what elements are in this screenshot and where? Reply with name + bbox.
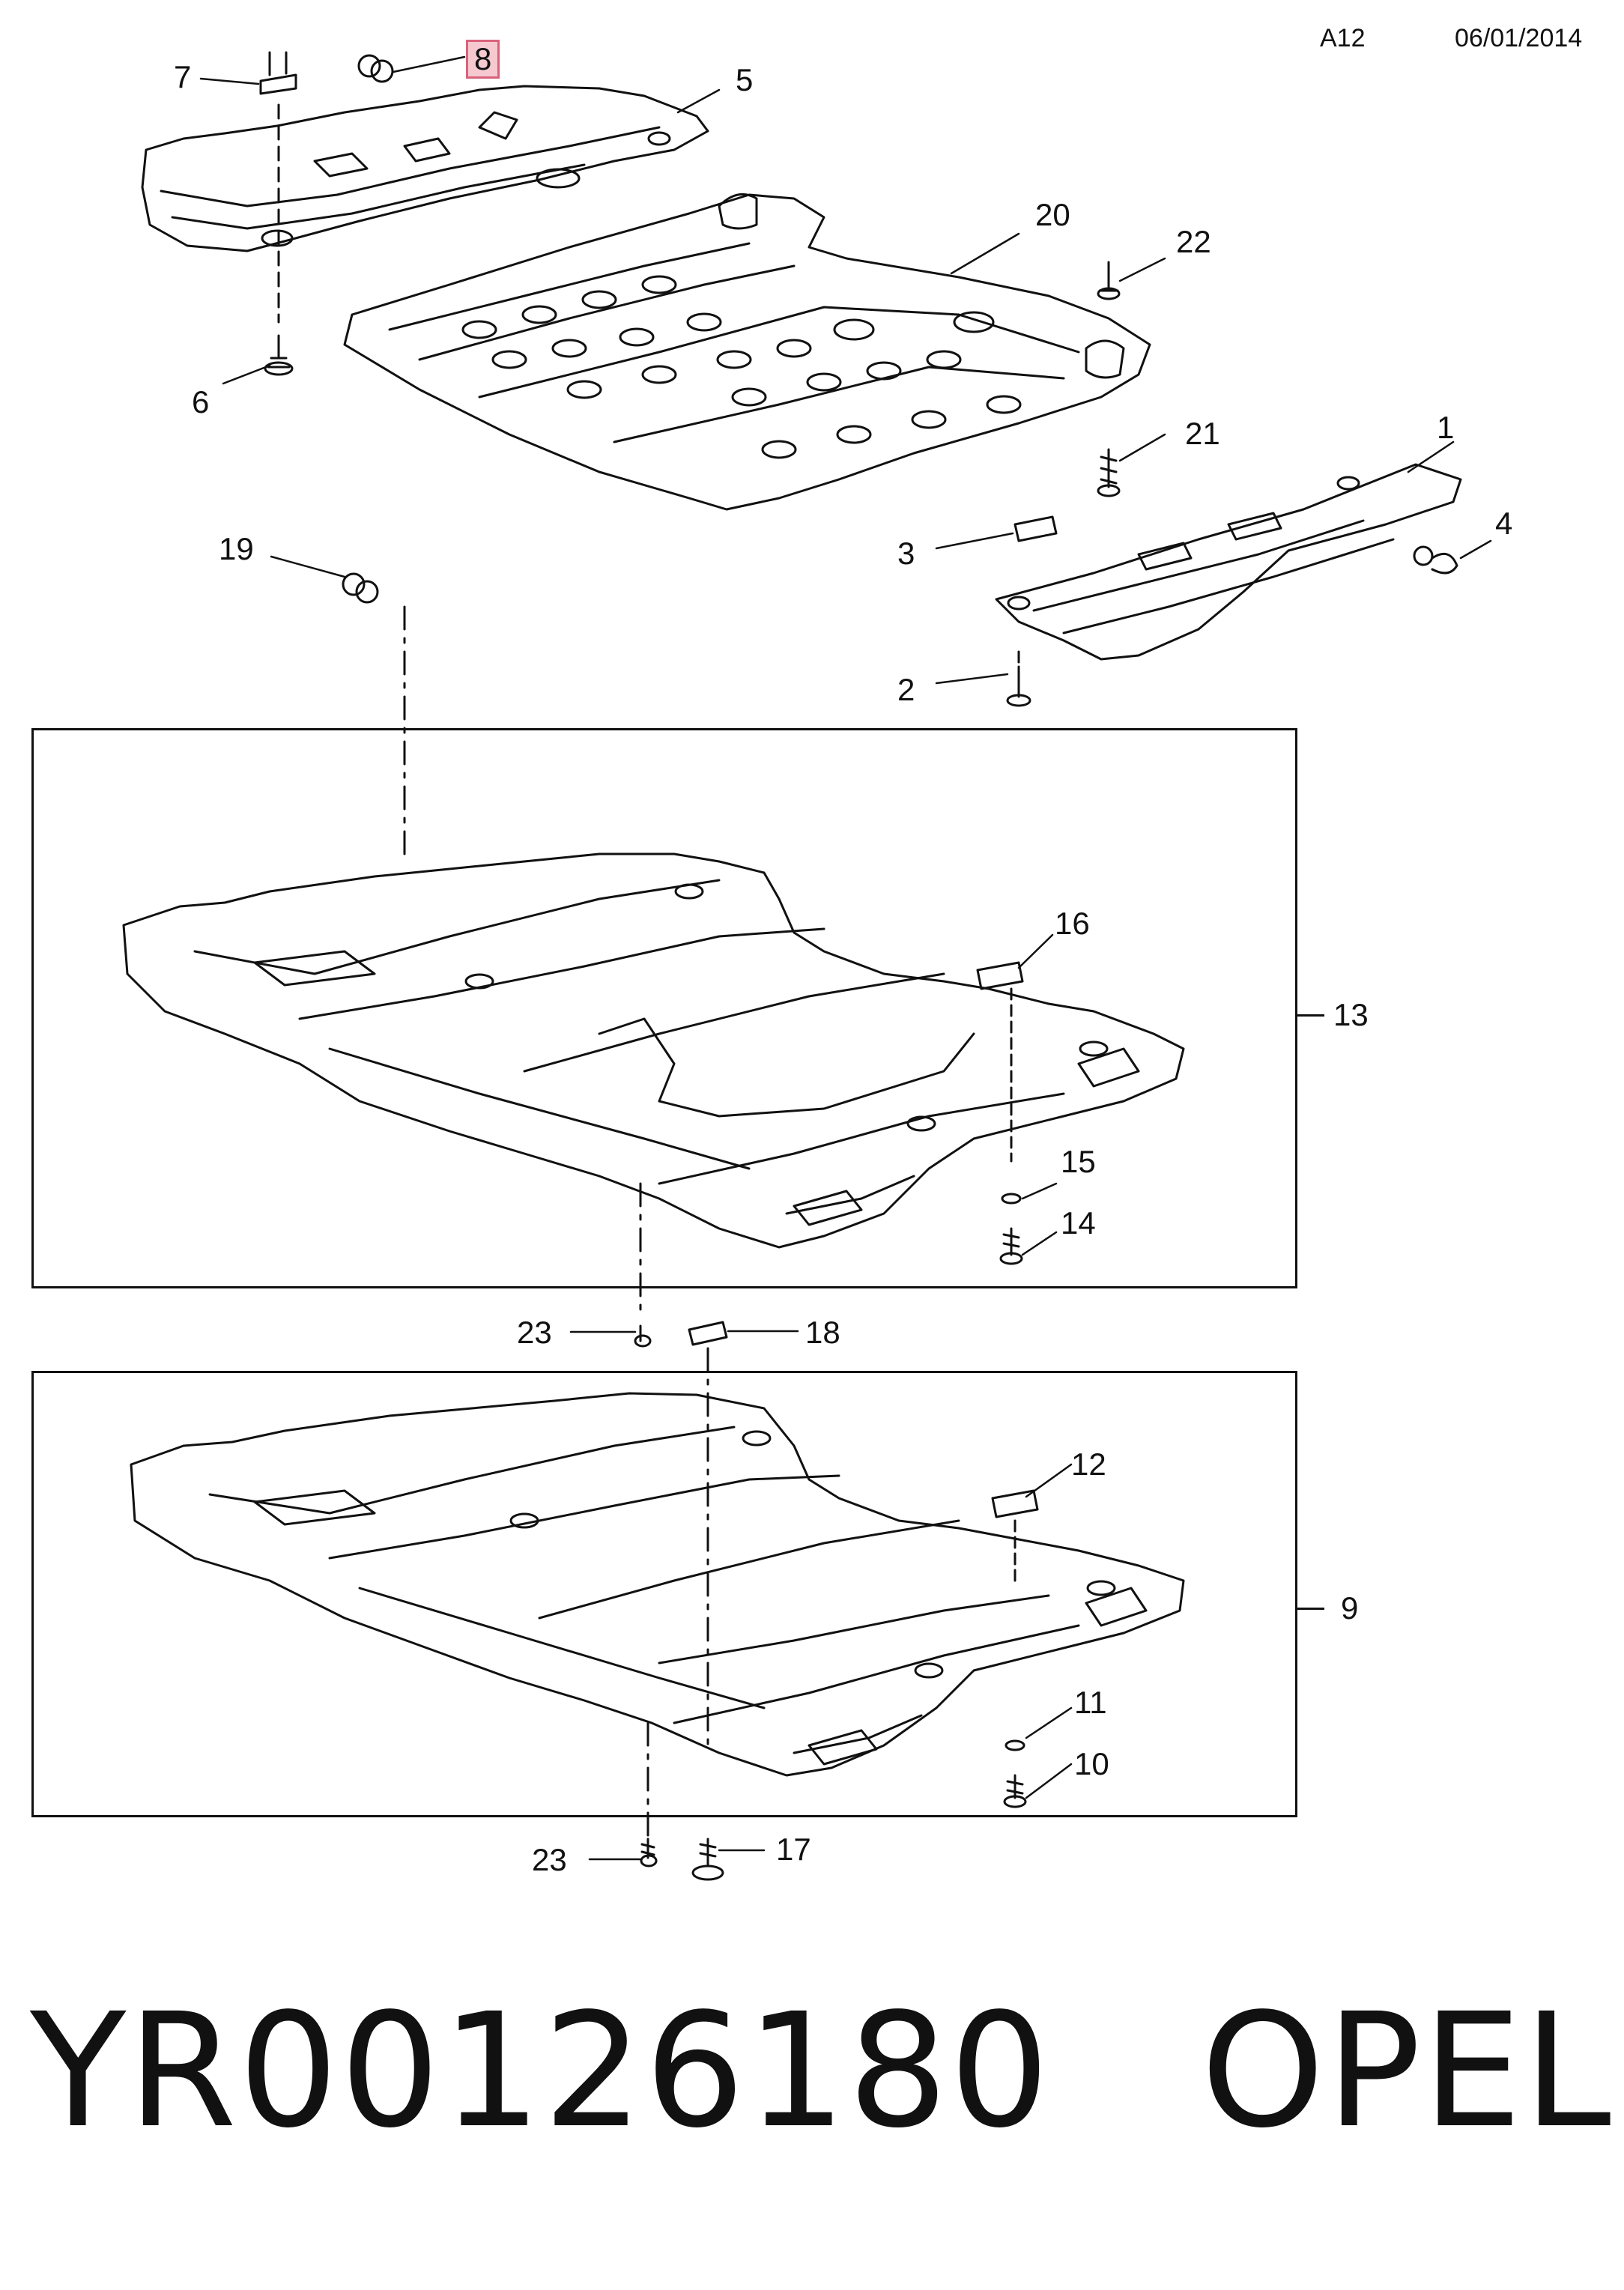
callout-18: 18 xyxy=(805,1315,840,1350)
callout-4: 4 xyxy=(1495,506,1513,541)
callout-12: 12 xyxy=(1071,1447,1106,1482)
callout-2: 2 xyxy=(897,672,915,707)
assembly-13-leader xyxy=(1297,1014,1324,1017)
callout-20: 20 xyxy=(1035,197,1070,232)
callout-22: 22 xyxy=(1176,224,1211,259)
callout-7: 7 xyxy=(174,59,192,94)
callout-11: 11 xyxy=(1074,1685,1107,1720)
callout-10: 10 xyxy=(1074,1746,1109,1781)
callout-9: 9 xyxy=(1341,1590,1359,1626)
part-20-shield xyxy=(343,193,1151,511)
callout-17: 17 xyxy=(776,1832,811,1867)
assembly-13-shield xyxy=(122,852,1185,1320)
callout-21: 21 xyxy=(1185,416,1220,451)
callout-14: 14 xyxy=(1061,1205,1096,1241)
callout-15: 15 xyxy=(1061,1144,1096,1179)
callout-16: 16 xyxy=(1055,906,1090,941)
part-1-shield xyxy=(995,463,1462,661)
part-number: YR00126180 xyxy=(30,1979,1052,2163)
part-5-shield xyxy=(141,85,709,252)
callout-8-highlighted: 8 xyxy=(466,40,500,79)
assembly-9-leader xyxy=(1297,1608,1324,1610)
diagram-code: A12 xyxy=(1320,24,1366,52)
callout-23-upper: 23 xyxy=(517,1315,552,1350)
callout-19: 19 xyxy=(219,531,254,566)
fasteners-lower xyxy=(640,1838,724,1881)
assembly-13-frame xyxy=(31,728,1297,1288)
callout-13: 13 xyxy=(1333,997,1369,1032)
assembly-9-frame xyxy=(31,1371,1297,1817)
diagram-date: 06/01/2014 xyxy=(1455,24,1583,52)
callout-6: 6 xyxy=(192,384,210,419)
leader-lines xyxy=(199,55,1492,1861)
assembly-9-shield xyxy=(130,1392,1185,1837)
callout-1: 1 xyxy=(1437,410,1455,445)
brand-name: OPEL xyxy=(1201,1979,1613,2163)
callout-23-lower: 23 xyxy=(532,1842,567,1877)
callout-3: 3 xyxy=(897,536,915,571)
fasteners-upper xyxy=(259,51,1458,863)
fasteners-middle xyxy=(634,1321,728,1754)
callout-5: 5 xyxy=(736,62,754,97)
